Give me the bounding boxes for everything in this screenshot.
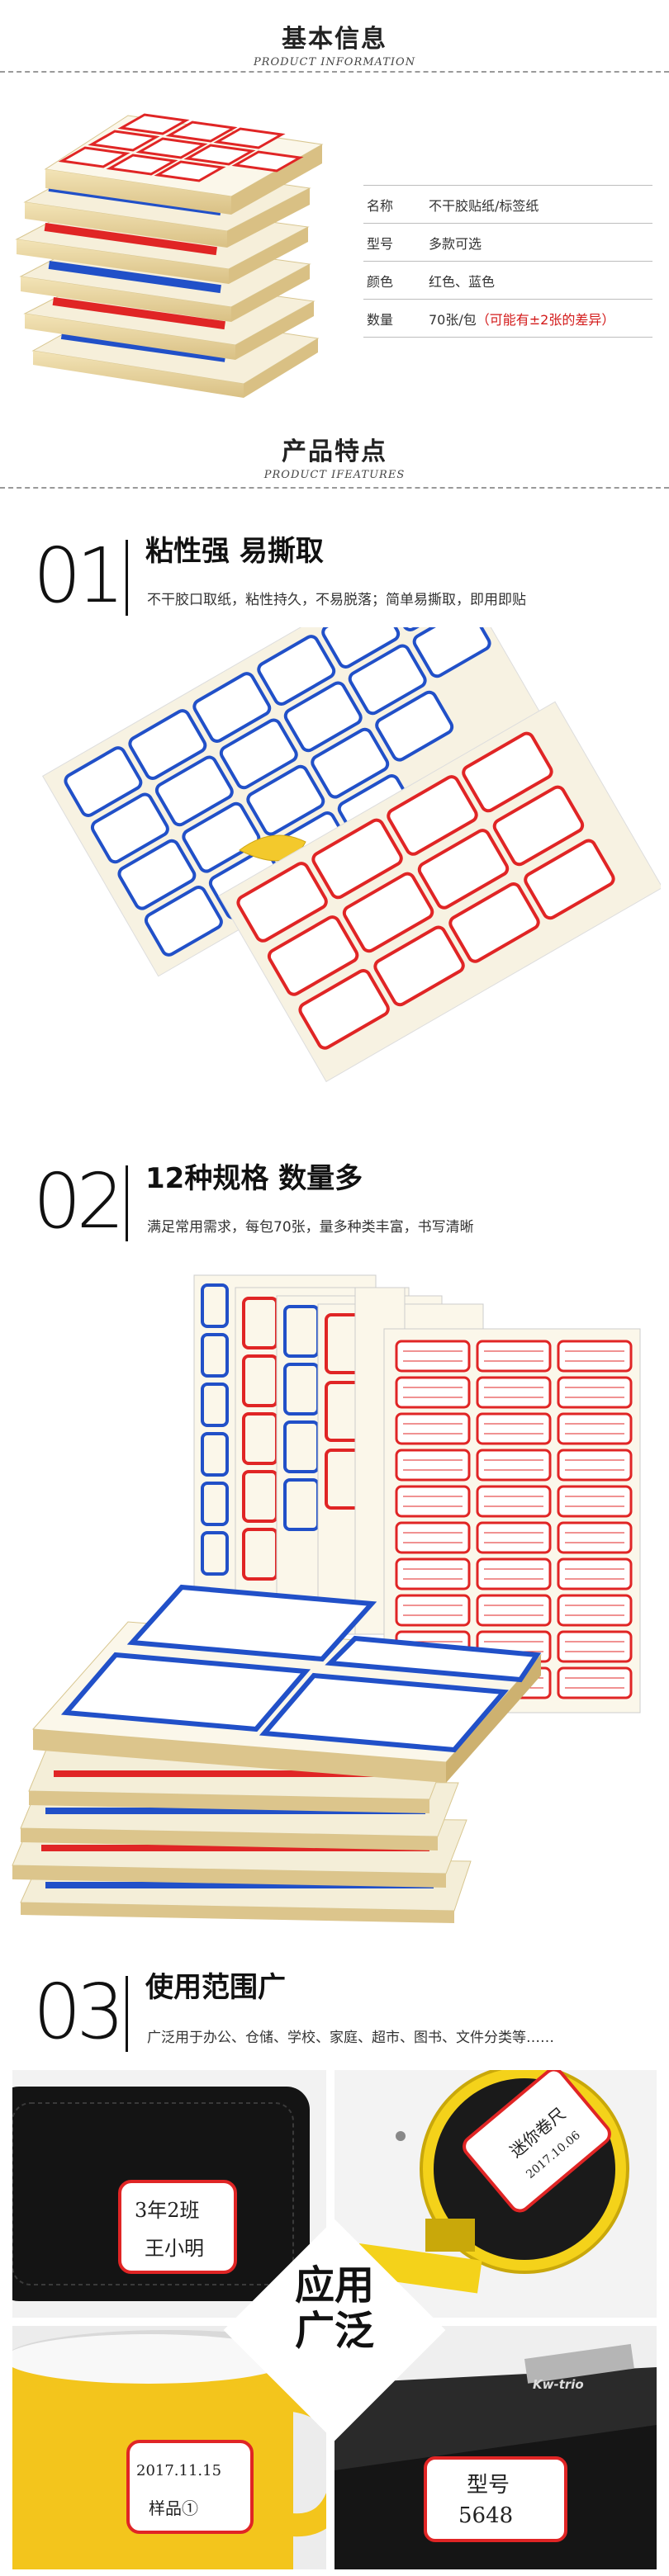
photo-tape-measure: 迷你卷尺 2017.10.06 (334, 2070, 657, 2318)
divider (0, 71, 669, 73)
label-cell (557, 1630, 633, 1663)
label-cell (476, 1485, 552, 1518)
stapler-label-line2: 5648 (458, 2503, 514, 2528)
basic-info-subtitle: PRODUCT INFORMATION (253, 56, 416, 69)
spec-key: 型号 (367, 235, 394, 252)
features-header: 产品特点 PRODUCT IFEATURES (0, 431, 669, 481)
feature-01-image (33, 544, 663, 1089)
label-cell (557, 1521, 633, 1554)
spec-value: 多款可选 (429, 235, 482, 252)
spec-table: 名称 不干胶贴纸/标签纸 型号 多款可选 颜色 红色、蓝色 数量 70张/包（可… (363, 185, 652, 338)
label-cell (395, 1485, 471, 1518)
features-subtitle: PRODUCT IFEATURES (263, 469, 406, 481)
peel-labels-illustration (42, 544, 663, 1083)
label-cell (557, 1340, 633, 1373)
label-cell (476, 1376, 552, 1409)
basic-info-title: 基本信息 (282, 25, 387, 54)
label-cell (395, 1449, 471, 1482)
spec-row: 数量 70张/包（可能有±2张的差异） (363, 300, 652, 338)
stapler-illustration (334, 2343, 657, 2569)
mug-illustration (12, 2330, 326, 2569)
tape-measure-illustration (354, 2070, 629, 2294)
feature-bar (126, 1165, 128, 1241)
label-stack-illustration (15, 113, 324, 398)
mug-label-line2: 样品① (149, 2498, 198, 2518)
label-cell (476, 1340, 552, 1373)
wallet-label-line1: 3年2班 (135, 2199, 200, 2222)
spec-value: 红色、蓝色 (429, 273, 496, 290)
basic-info-header: 基本信息 PRODUCT INFORMATION (0, 18, 669, 69)
usage-badge-line2: 广泛 (294, 2308, 374, 2355)
wallet-label-line2: 王小明 (145, 2237, 204, 2260)
feature-number: 01 (33, 532, 125, 620)
label-cell (557, 1485, 633, 1518)
feature-bar (126, 540, 128, 616)
feature-bar (126, 1976, 128, 2052)
features-title: 产品特点 (282, 437, 387, 466)
feature-title: 粘性强 易撕取 (145, 535, 324, 568)
label-cell (395, 1412, 471, 1445)
feature-title: 使用范围广 (145, 1971, 286, 2004)
feature-desc: 广泛用于办公、仓储、学校、家庭、超市、图书、文件分类等…… (147, 2030, 554, 2046)
label-cell (476, 1594, 552, 1627)
feature-02-image (8, 1267, 661, 1927)
feature-desc: 不干胶口取纸，粘性持久，不易脱落；简单易撕取，即用即贴 (147, 592, 526, 608)
label-cell (395, 1594, 471, 1627)
label-cell (557, 1594, 633, 1627)
label-cell (476, 1412, 552, 1445)
quantity-value: 70张/包 (429, 311, 477, 328)
product-stack-image (12, 91, 334, 404)
usage-badge-line1: 应用 (294, 2262, 374, 2309)
label-cell (476, 1521, 552, 1554)
divider (0, 487, 669, 489)
label-cell (476, 1557, 552, 1591)
usage-badge-text: 应用 广泛 (260, 2262, 409, 2355)
label-cell (557, 1376, 633, 1409)
label-cell (557, 1449, 633, 1482)
label-cell (557, 1557, 633, 1591)
label-cell (557, 1666, 633, 1699)
spec-row: 型号 多款可选 (363, 224, 652, 262)
quantity-note: （可能有±2张的差异） (476, 311, 615, 328)
stapler-brand: Kw-trio (533, 2377, 584, 2392)
label-cell (395, 1376, 471, 1409)
stapler-label-line1: 型号 (467, 2473, 510, 2498)
spec-row: 名称 不干胶贴纸/标签纸 (363, 185, 652, 224)
label-cell (395, 1521, 471, 1554)
feature-desc: 满足常用需求，每包70张，量多种类丰富，书写清晰 (147, 1219, 474, 1236)
label-cell (395, 1557, 471, 1591)
label-cell (557, 1412, 633, 1445)
spec-key: 颜色 (367, 273, 394, 290)
label-cell (395, 1340, 471, 1373)
spec-key: 名称 (367, 197, 394, 214)
feature-title: 12种规格 数量多 (145, 1162, 363, 1195)
feature-number: 03 (33, 1968, 125, 2056)
spec-value: 不干胶贴纸/标签纸 (429, 197, 539, 214)
feature-number: 02 (33, 1157, 125, 1245)
label-sizes-illustration (12, 1274, 641, 1923)
label-cell (476, 1449, 552, 1482)
mug-label-line1: 2017.11.15 (136, 2462, 222, 2479)
spec-value: 70张/包（可能有±2张的差异） (429, 309, 652, 328)
photo-wallet: 3年2班 王小明 (12, 2070, 326, 2318)
wallet-illustration (12, 2087, 310, 2301)
spec-row: 颜色 红色、蓝色 (363, 262, 652, 300)
spec-key: 数量 (367, 311, 394, 328)
